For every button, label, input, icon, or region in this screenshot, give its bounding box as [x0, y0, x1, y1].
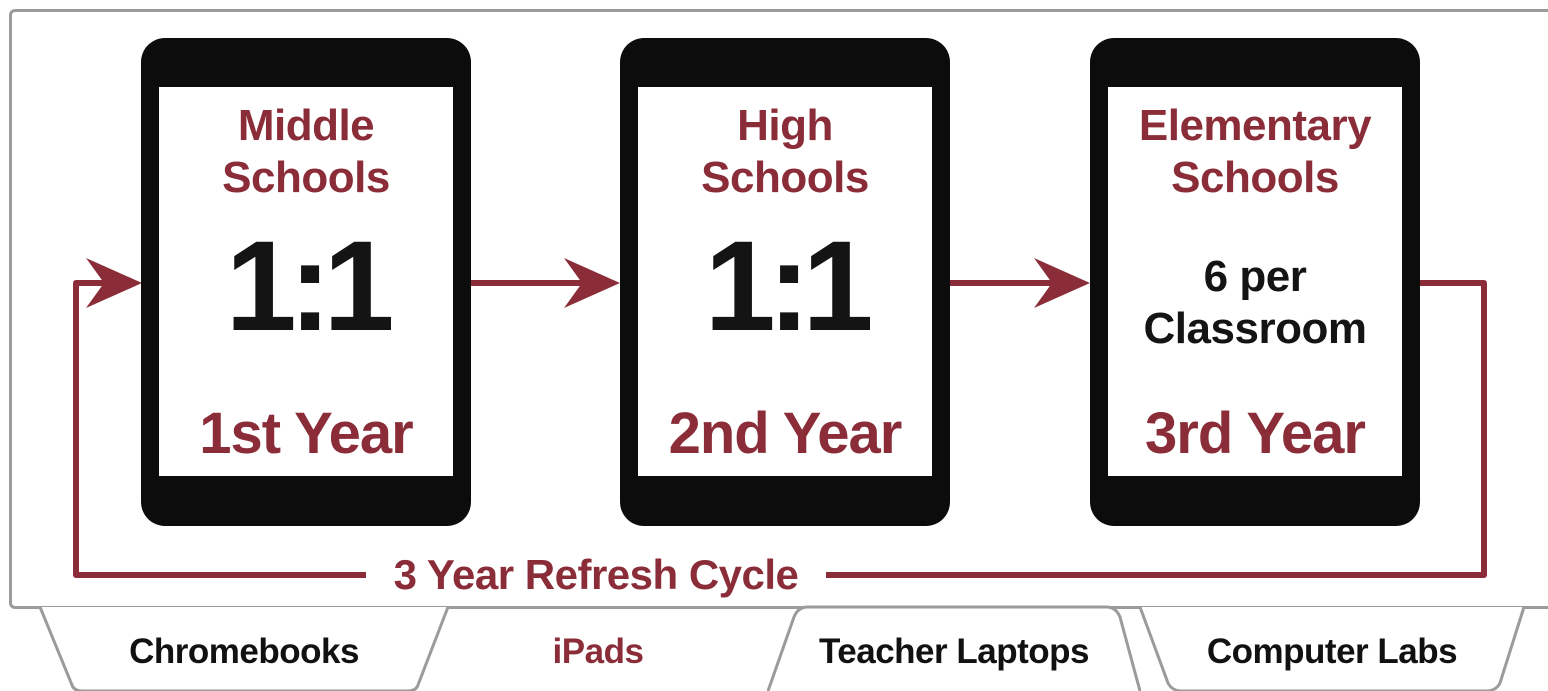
arrowhead-to-high-schools	[564, 258, 620, 308]
year-label: 3rd Year	[1145, 401, 1366, 466]
device-ratio: 1:1	[225, 215, 395, 358]
year-label: 1st Year	[199, 401, 413, 466]
device-ratio: 1:1	[704, 215, 874, 358]
tab-ipads[interactable]: iPads	[410, 607, 786, 691]
tab-computer-labs[interactable]: Computer Labs	[1138, 606, 1526, 691]
tab-label: Computer Labs	[1206, 632, 1458, 671]
tab-label: Chromebooks	[129, 632, 359, 671]
tab-label: Teacher Laptops	[819, 632, 1089, 671]
tab-shape	[1138, 606, 1526, 691]
tab-label: iPads	[552, 632, 644, 671]
refresh-cycle-label: 3 Year Refresh Cycle	[366, 550, 826, 600]
tab-teacher-laptops[interactable]: Teacher Laptops	[766, 605, 1142, 691]
arrowhead-to-middle-schools	[86, 258, 142, 308]
tab-shape	[38, 606, 450, 691]
tab-shape	[766, 605, 1142, 691]
arrowhead-to-elementary-schools	[1034, 258, 1090, 308]
year-label: 2nd Year	[668, 401, 903, 466]
tab-chromebooks[interactable]: Chromebooks	[38, 606, 450, 691]
